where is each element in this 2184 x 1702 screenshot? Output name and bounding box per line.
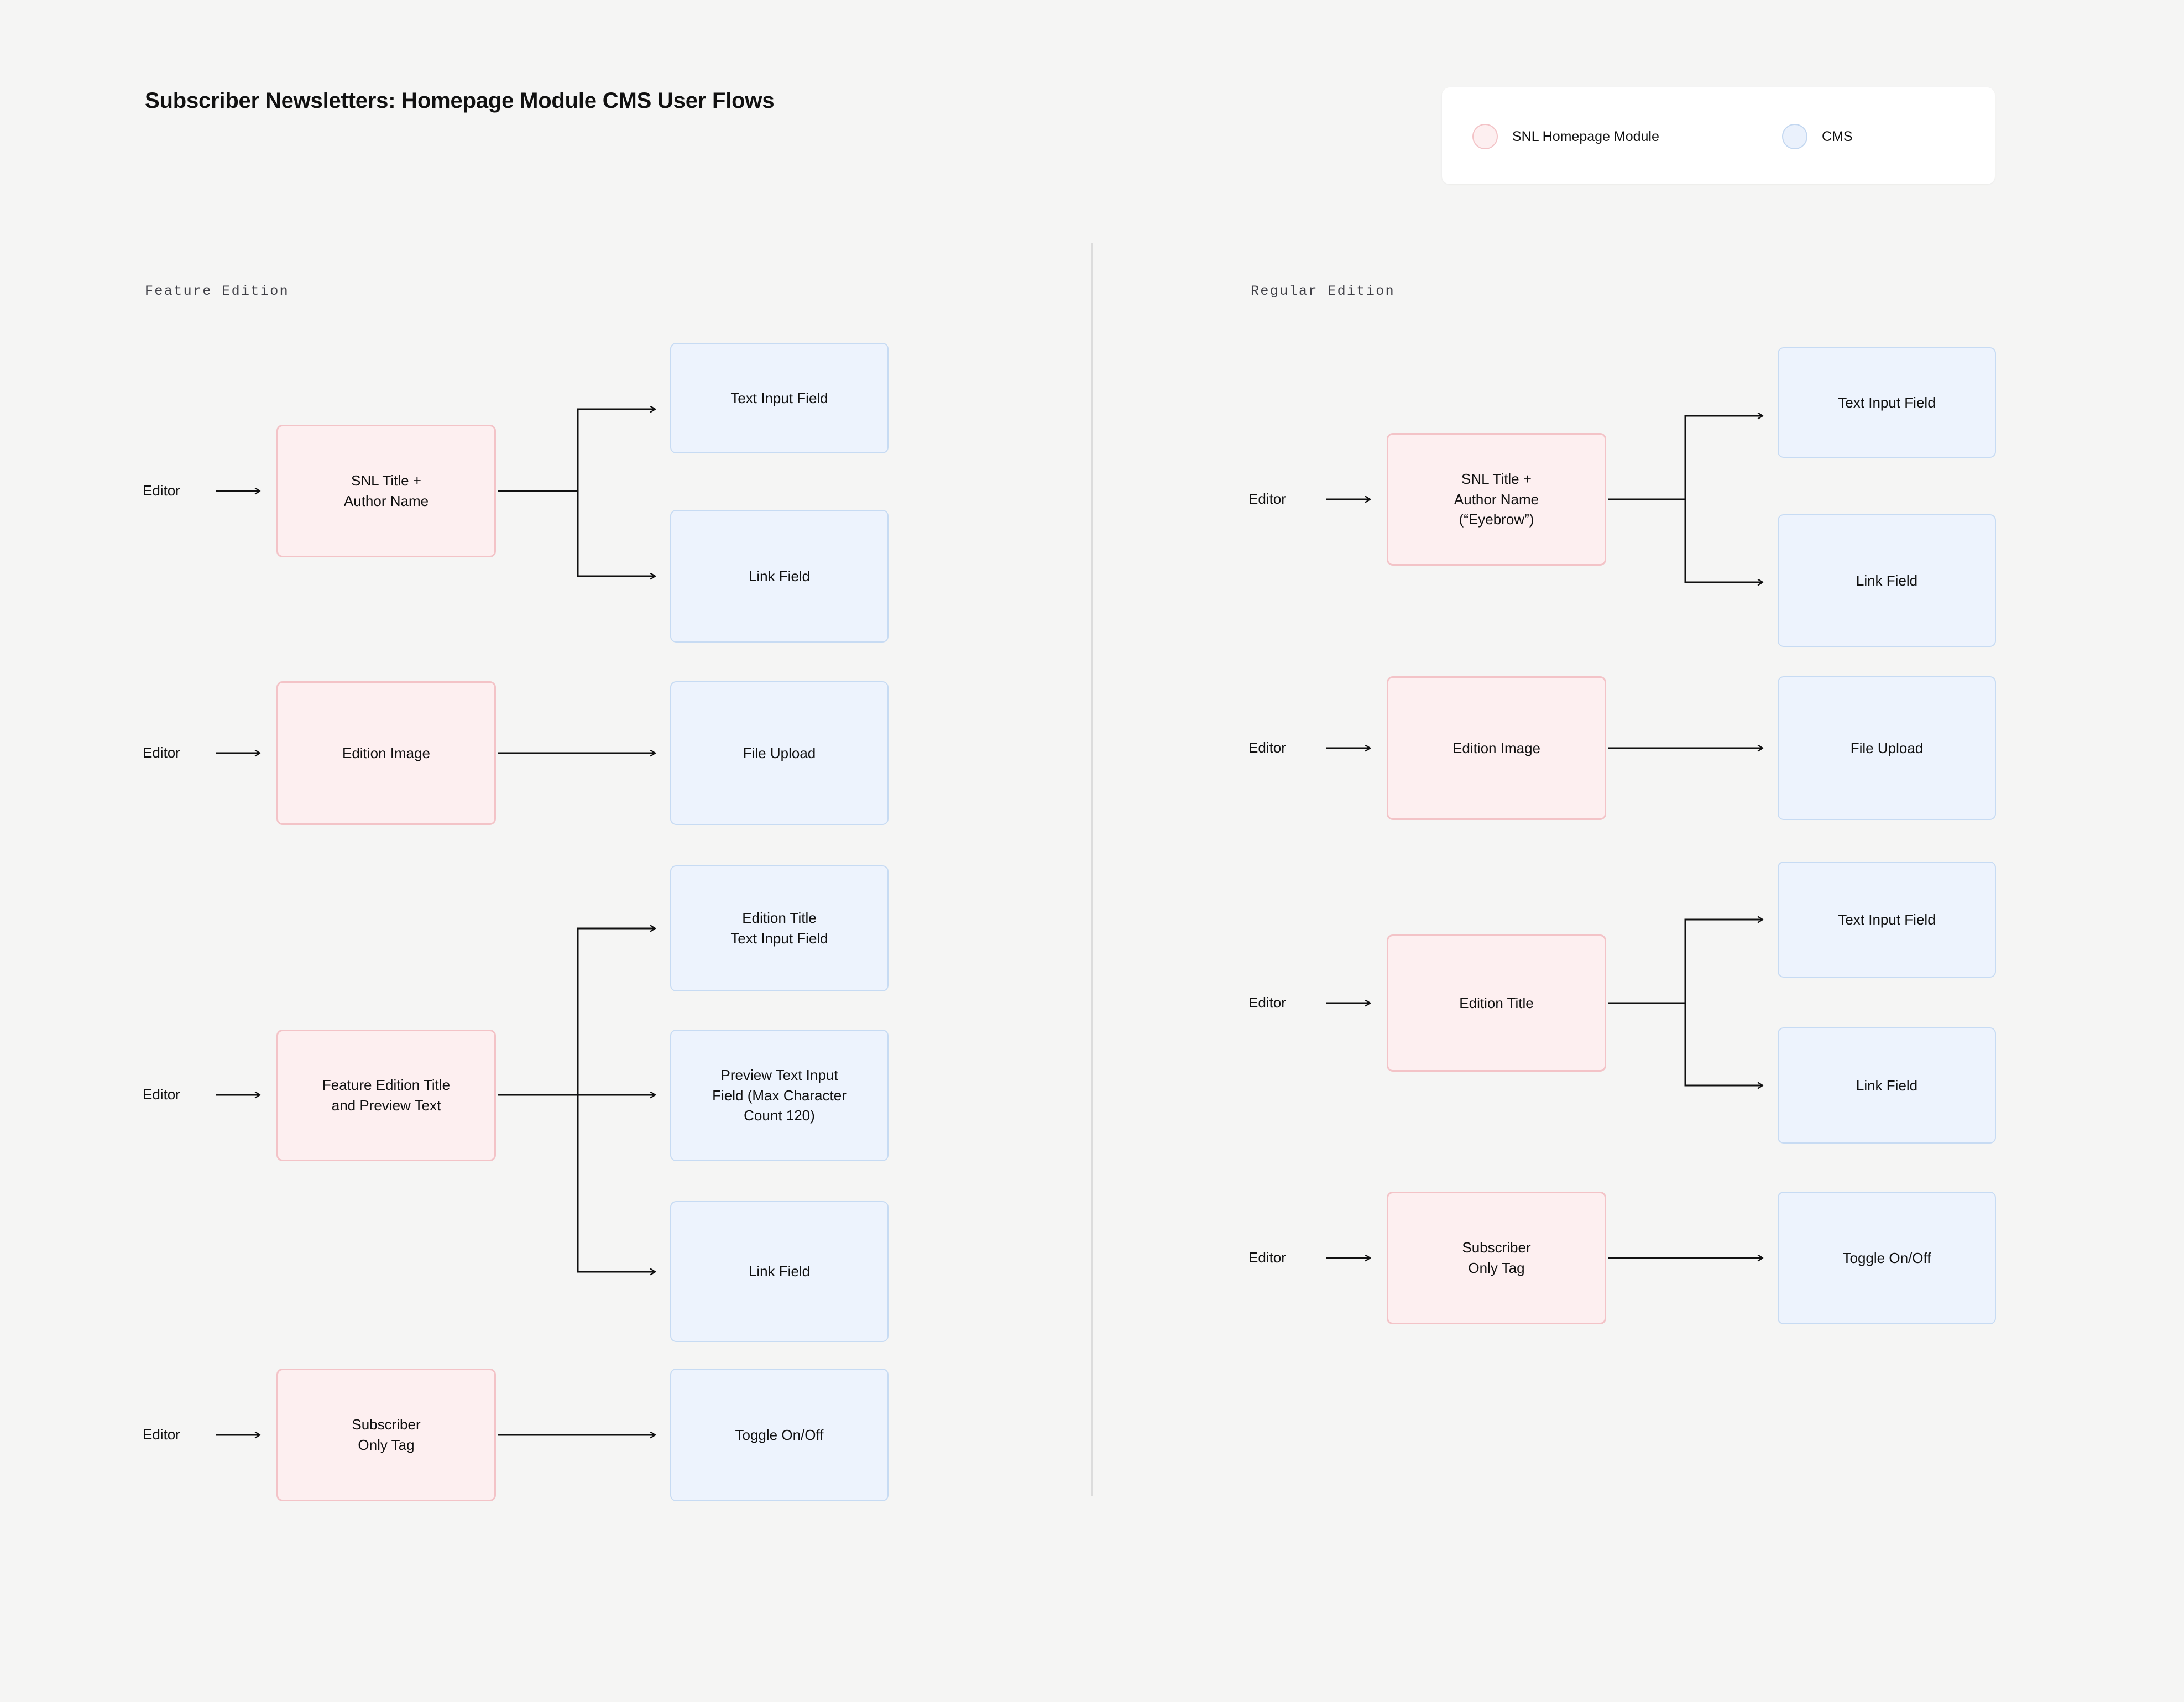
legend-item-cms: CMS — [1782, 124, 1853, 149]
legend-item-snl-homepage-module: SNL Homepage Module — [1472, 124, 1659, 149]
target-node-toggle-on-off[interactable]: Toggle On/Off — [1778, 1192, 1996, 1324]
legend-label: CMS — [1822, 128, 1853, 144]
target-node-file-upload[interactable]: File Upload — [670, 681, 889, 825]
column-divider — [1091, 243, 1093, 1496]
source-node-snl-title-author-name-eyebrow[interactable]: SNL Title +Author Name(“Eyebrow”) — [1387, 433, 1606, 566]
source-node-snl-title-author-name[interactable]: SNL Title +Author Name — [276, 425, 496, 557]
actor-label-editor: Editor — [143, 1086, 180, 1103]
column-heading-regular-edition: Regular Edition — [1251, 283, 1396, 299]
actor-label-editor: Editor — [1248, 1249, 1286, 1266]
actor-label-editor: Editor — [1248, 994, 1286, 1011]
target-node-link-field[interactable]: Link Field — [1778, 1027, 1996, 1144]
actor-label-editor: Editor — [143, 744, 180, 761]
source-node-edition-image[interactable]: Edition Image — [276, 681, 496, 825]
source-node-edition-title[interactable]: Edition Title — [1387, 934, 1606, 1072]
legend-swatch-blue-icon — [1782, 124, 1807, 149]
actor-label-editor: Editor — [143, 1426, 180, 1443]
column-heading-feature-edition: Feature Edition — [145, 283, 290, 299]
legend-swatch-pink-icon — [1472, 124, 1498, 149]
legend-card: SNL Homepage Module CMS — [1442, 87, 1995, 184]
legend-label: SNL Homepage Module — [1512, 128, 1659, 144]
target-node-link-field[interactable]: Link Field — [1778, 514, 1996, 647]
target-node-text-input-field[interactable]: Text Input Field — [670, 343, 889, 453]
actor-label-editor: Editor — [1248, 490, 1286, 507]
target-node-text-input-field[interactable]: Text Input Field — [1778, 347, 1996, 458]
target-node-link-field[interactable]: Link Field — [670, 510, 889, 643]
page-title: Subscriber Newsletters: Homepage Module … — [145, 88, 775, 113]
actor-label-editor: Editor — [1248, 739, 1286, 756]
source-node-edition-image[interactable]: Edition Image — [1387, 676, 1606, 820]
target-node-text-input-field[interactable]: Text Input Field — [1778, 862, 1996, 978]
target-node-toggle-on-off[interactable]: Toggle On/Off — [670, 1369, 889, 1501]
target-node-file-upload[interactable]: File Upload — [1778, 676, 1996, 820]
target-node-link-field[interactable]: Link Field — [670, 1201, 889, 1342]
actor-label-editor: Editor — [143, 482, 180, 499]
